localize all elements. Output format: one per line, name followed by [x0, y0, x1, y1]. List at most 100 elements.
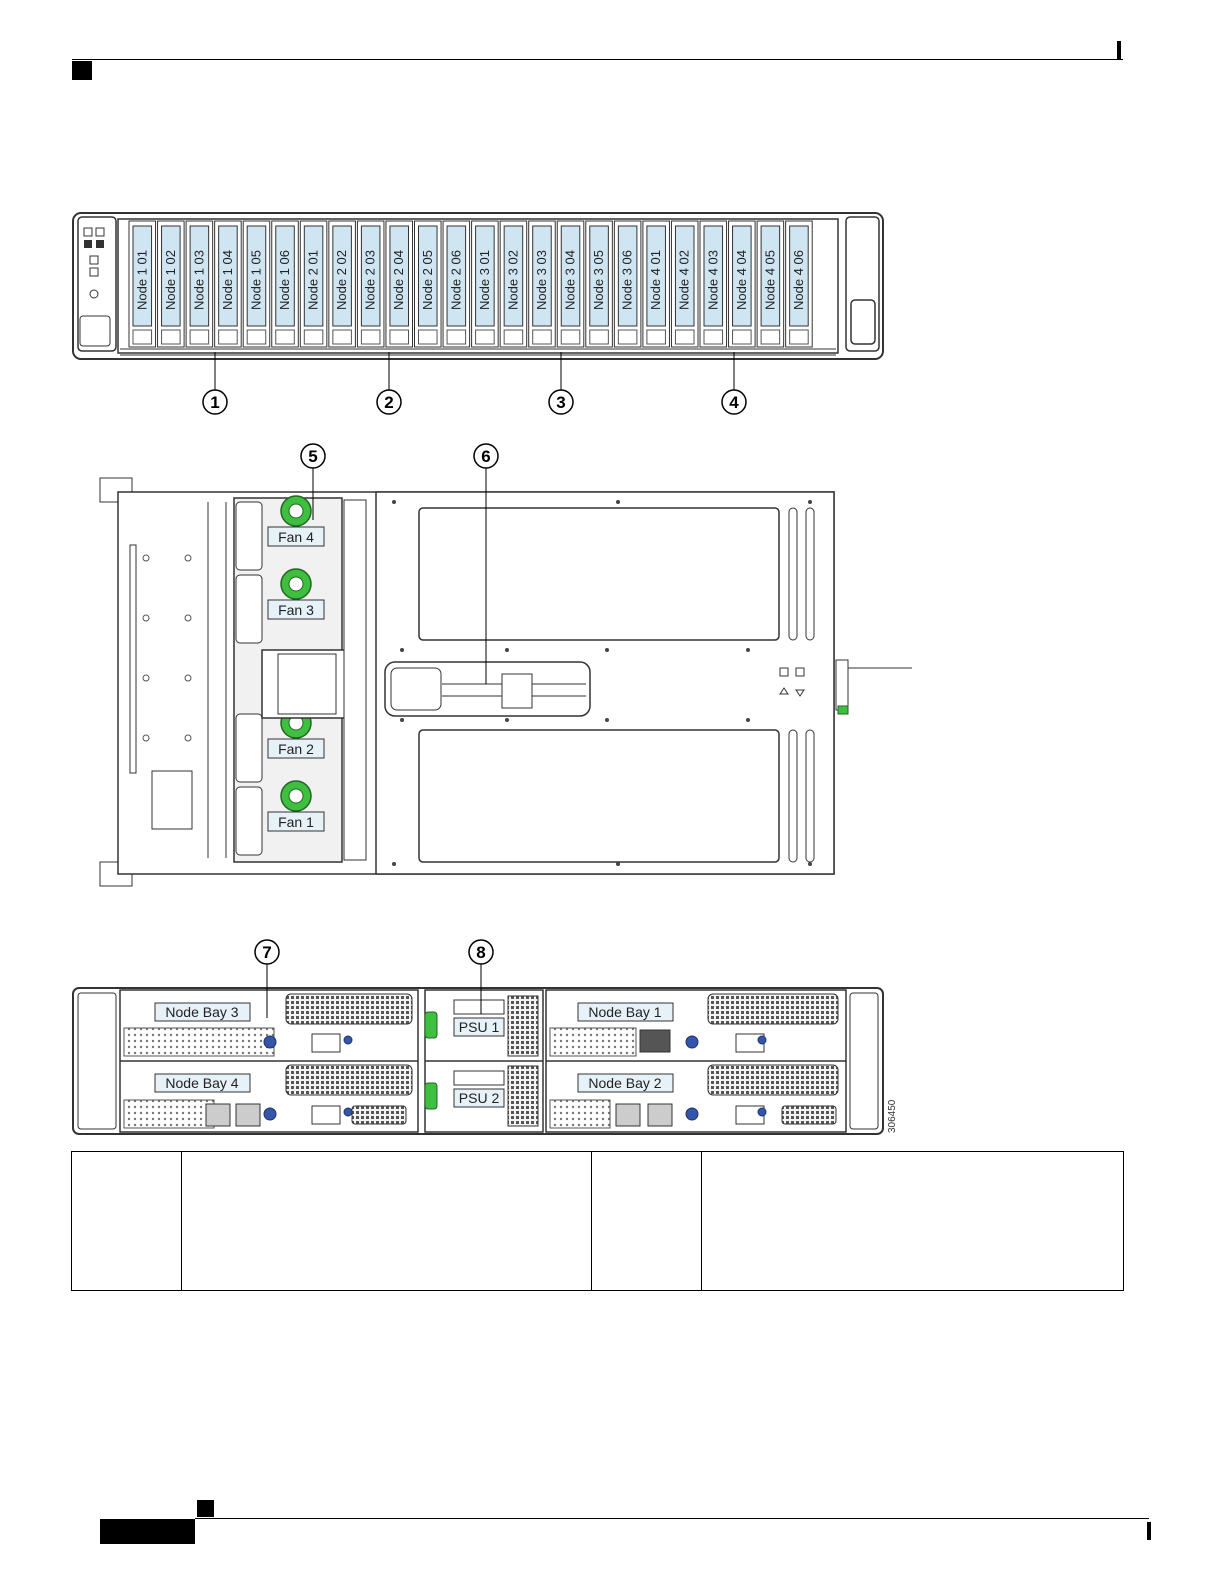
fan-module: Fan 4 — [235, 495, 325, 571]
drive-label: Node 3 01 — [477, 250, 492, 310]
legend-number-cell — [71, 1151, 182, 1291]
drive-bay: Node 2 01 — [299, 220, 328, 348]
drive-bay: Node 3 01 — [471, 220, 499, 348]
drive-label: Node 2 05 — [420, 250, 435, 310]
drive-label: Node 4 02 — [677, 250, 692, 310]
header-rule — [72, 59, 1123, 60]
callout-marker: 8 — [468, 939, 494, 1014]
drive-bay: Node 1 04 — [214, 220, 242, 348]
drive-label: Node 1 01 — [134, 250, 149, 310]
node-bay-text: Node Bay 3 — [165, 1004, 238, 1020]
callout-number: 7 — [262, 943, 271, 962]
callout-number: 3 — [556, 393, 565, 412]
drive-label: Node 2 04 — [391, 250, 406, 310]
drive-bay: Node 1 01 — [128, 220, 157, 348]
drive-label: Node 4 05 — [762, 250, 777, 310]
callout-number: 8 — [476, 943, 485, 962]
callout-number: 2 — [384, 393, 393, 412]
drive-label: Node 1 04 — [220, 250, 235, 310]
fan-label: Fan 4 — [278, 529, 314, 545]
drive-label: Node 4 06 — [791, 250, 806, 310]
front-view: Node 1 01 Node 1 02 Node 1 03 Node 1 04 Node… — [72, 212, 884, 415]
node-bay-label: Node Bay 4 — [154, 1073, 251, 1093]
drive-bay: Node 4 01 — [642, 220, 670, 348]
drive-bay: Node 2 03 — [356, 220, 385, 348]
drive-label: Node 4 03 — [705, 250, 720, 310]
footer-marker-right — [1147, 1522, 1151, 1540]
callout-marker: 7 — [254, 939, 280, 1018]
footer-rule — [195, 1518, 1149, 1519]
header-marker-left — [72, 61, 92, 80]
fan-module: Fan 3 — [235, 568, 325, 644]
node-bay-label: Node Bay 2 — [577, 1073, 674, 1093]
callout-marker: 4 — [721, 352, 747, 415]
callout-legend-table — [71, 1151, 1124, 1291]
drive-bay: Node 3 02 — [499, 220, 528, 348]
callout-number: 1 — [210, 393, 219, 412]
psu-label: PSU 2 — [453, 1070, 505, 1108]
drive-bay: Node 1 03 — [185, 220, 214, 348]
node-bay-text: Node Bay 2 — [588, 1075, 661, 1091]
table-row — [71, 1151, 1124, 1291]
legend-description-cell — [701, 1151, 1124, 1291]
callout-number: 4 — [729, 393, 739, 412]
fan-module: Fan 1 — [235, 780, 325, 856]
figure-id: 306450 — [887, 1099, 898, 1133]
node-bay-label: Node Bay 1 — [577, 1002, 674, 1022]
callout-marker: 3 — [548, 352, 574, 415]
psu-text: PSU 1 — [459, 1019, 500, 1035]
node-bay-text: Node Bay 1 — [588, 1004, 661, 1020]
node-bay-label: Node Bay 3 — [154, 1002, 251, 1022]
drive-bay: Node 3 04 — [556, 220, 585, 348]
fan-label: Fan 3 — [278, 602, 314, 618]
drive-label: Node 1 05 — [248, 250, 263, 310]
drive-label: Node 2 06 — [448, 250, 463, 310]
callout-marker: 2 — [376, 352, 402, 415]
drive-label: Node 1 02 — [163, 250, 178, 310]
fan-label: Fan 1 — [278, 814, 314, 830]
drive-label: Node 1 06 — [277, 250, 292, 310]
psu-label: PSU 1 — [453, 999, 505, 1037]
fan-label: Fan 2 — [278, 741, 314, 757]
psu-text: PSU 2 — [459, 1090, 500, 1106]
callout-marker: 6 — [473, 443, 499, 684]
drive-label: Node 3 03 — [534, 250, 549, 310]
drive-label: Node 4 01 — [648, 250, 663, 310]
drive-bay: Node 1 02 — [157, 220, 185, 348]
drive-bay: Node 4 02 — [670, 220, 699, 348]
callout-marker: 1 — [202, 352, 228, 415]
drive-label: Node 3 04 — [563, 250, 578, 310]
drive-bay: Node 4 04 — [728, 220, 756, 348]
drive-bay: Node 2 02 — [328, 220, 356, 348]
drive-label: Node 1 03 — [191, 250, 206, 310]
callout-number: 5 — [308, 447, 317, 466]
drive-label: Node 3 02 — [505, 250, 520, 310]
top-view: Fan 4 Fan 3 Fan 2 Fan 1 5 6 — [99, 443, 912, 887]
header-marker-right — [1117, 41, 1121, 59]
drive-bay: Node 4 06 — [785, 220, 813, 348]
drive-bay: Node 3 06 — [613, 220, 642, 348]
callout-number: 6 — [481, 447, 490, 466]
drive-bay: Node 1 06 — [271, 220, 299, 348]
drive-label: Node 2 02 — [334, 250, 349, 310]
drive-bay: Node 3 03 — [528, 220, 556, 348]
drive-bay: Node 4 05 — [756, 220, 785, 348]
drive-bay: Node 4 03 — [699, 220, 728, 348]
drive-bay: Node 2 06 — [442, 220, 471, 348]
drive-label: Node 4 04 — [734, 250, 749, 310]
legend-description-cell — [181, 1151, 592, 1291]
node-bay-text: Node Bay 4 — [165, 1075, 238, 1091]
drive-label: Node 3 06 — [620, 250, 635, 310]
footer-page-tab — [100, 1519, 195, 1544]
drive-label: Node 2 01 — [306, 250, 321, 310]
drive-bay: Node 1 05 — [242, 220, 271, 348]
drive-label: Node 3 05 — [591, 250, 606, 310]
rear-view: Node Bay 3 Node Bay 4 Node Bay 1 Node Bay 2… — [72, 939, 898, 1135]
drive-label: Node 2 03 — [363, 250, 378, 310]
drive-bay: Node 3 05 — [585, 220, 613, 348]
drive-bay: Node 2 04 — [385, 220, 414, 348]
drive-bay: Node 2 05 — [414, 220, 442, 348]
footer-marker — [197, 1500, 214, 1517]
legend-number-cell — [591, 1151, 702, 1291]
